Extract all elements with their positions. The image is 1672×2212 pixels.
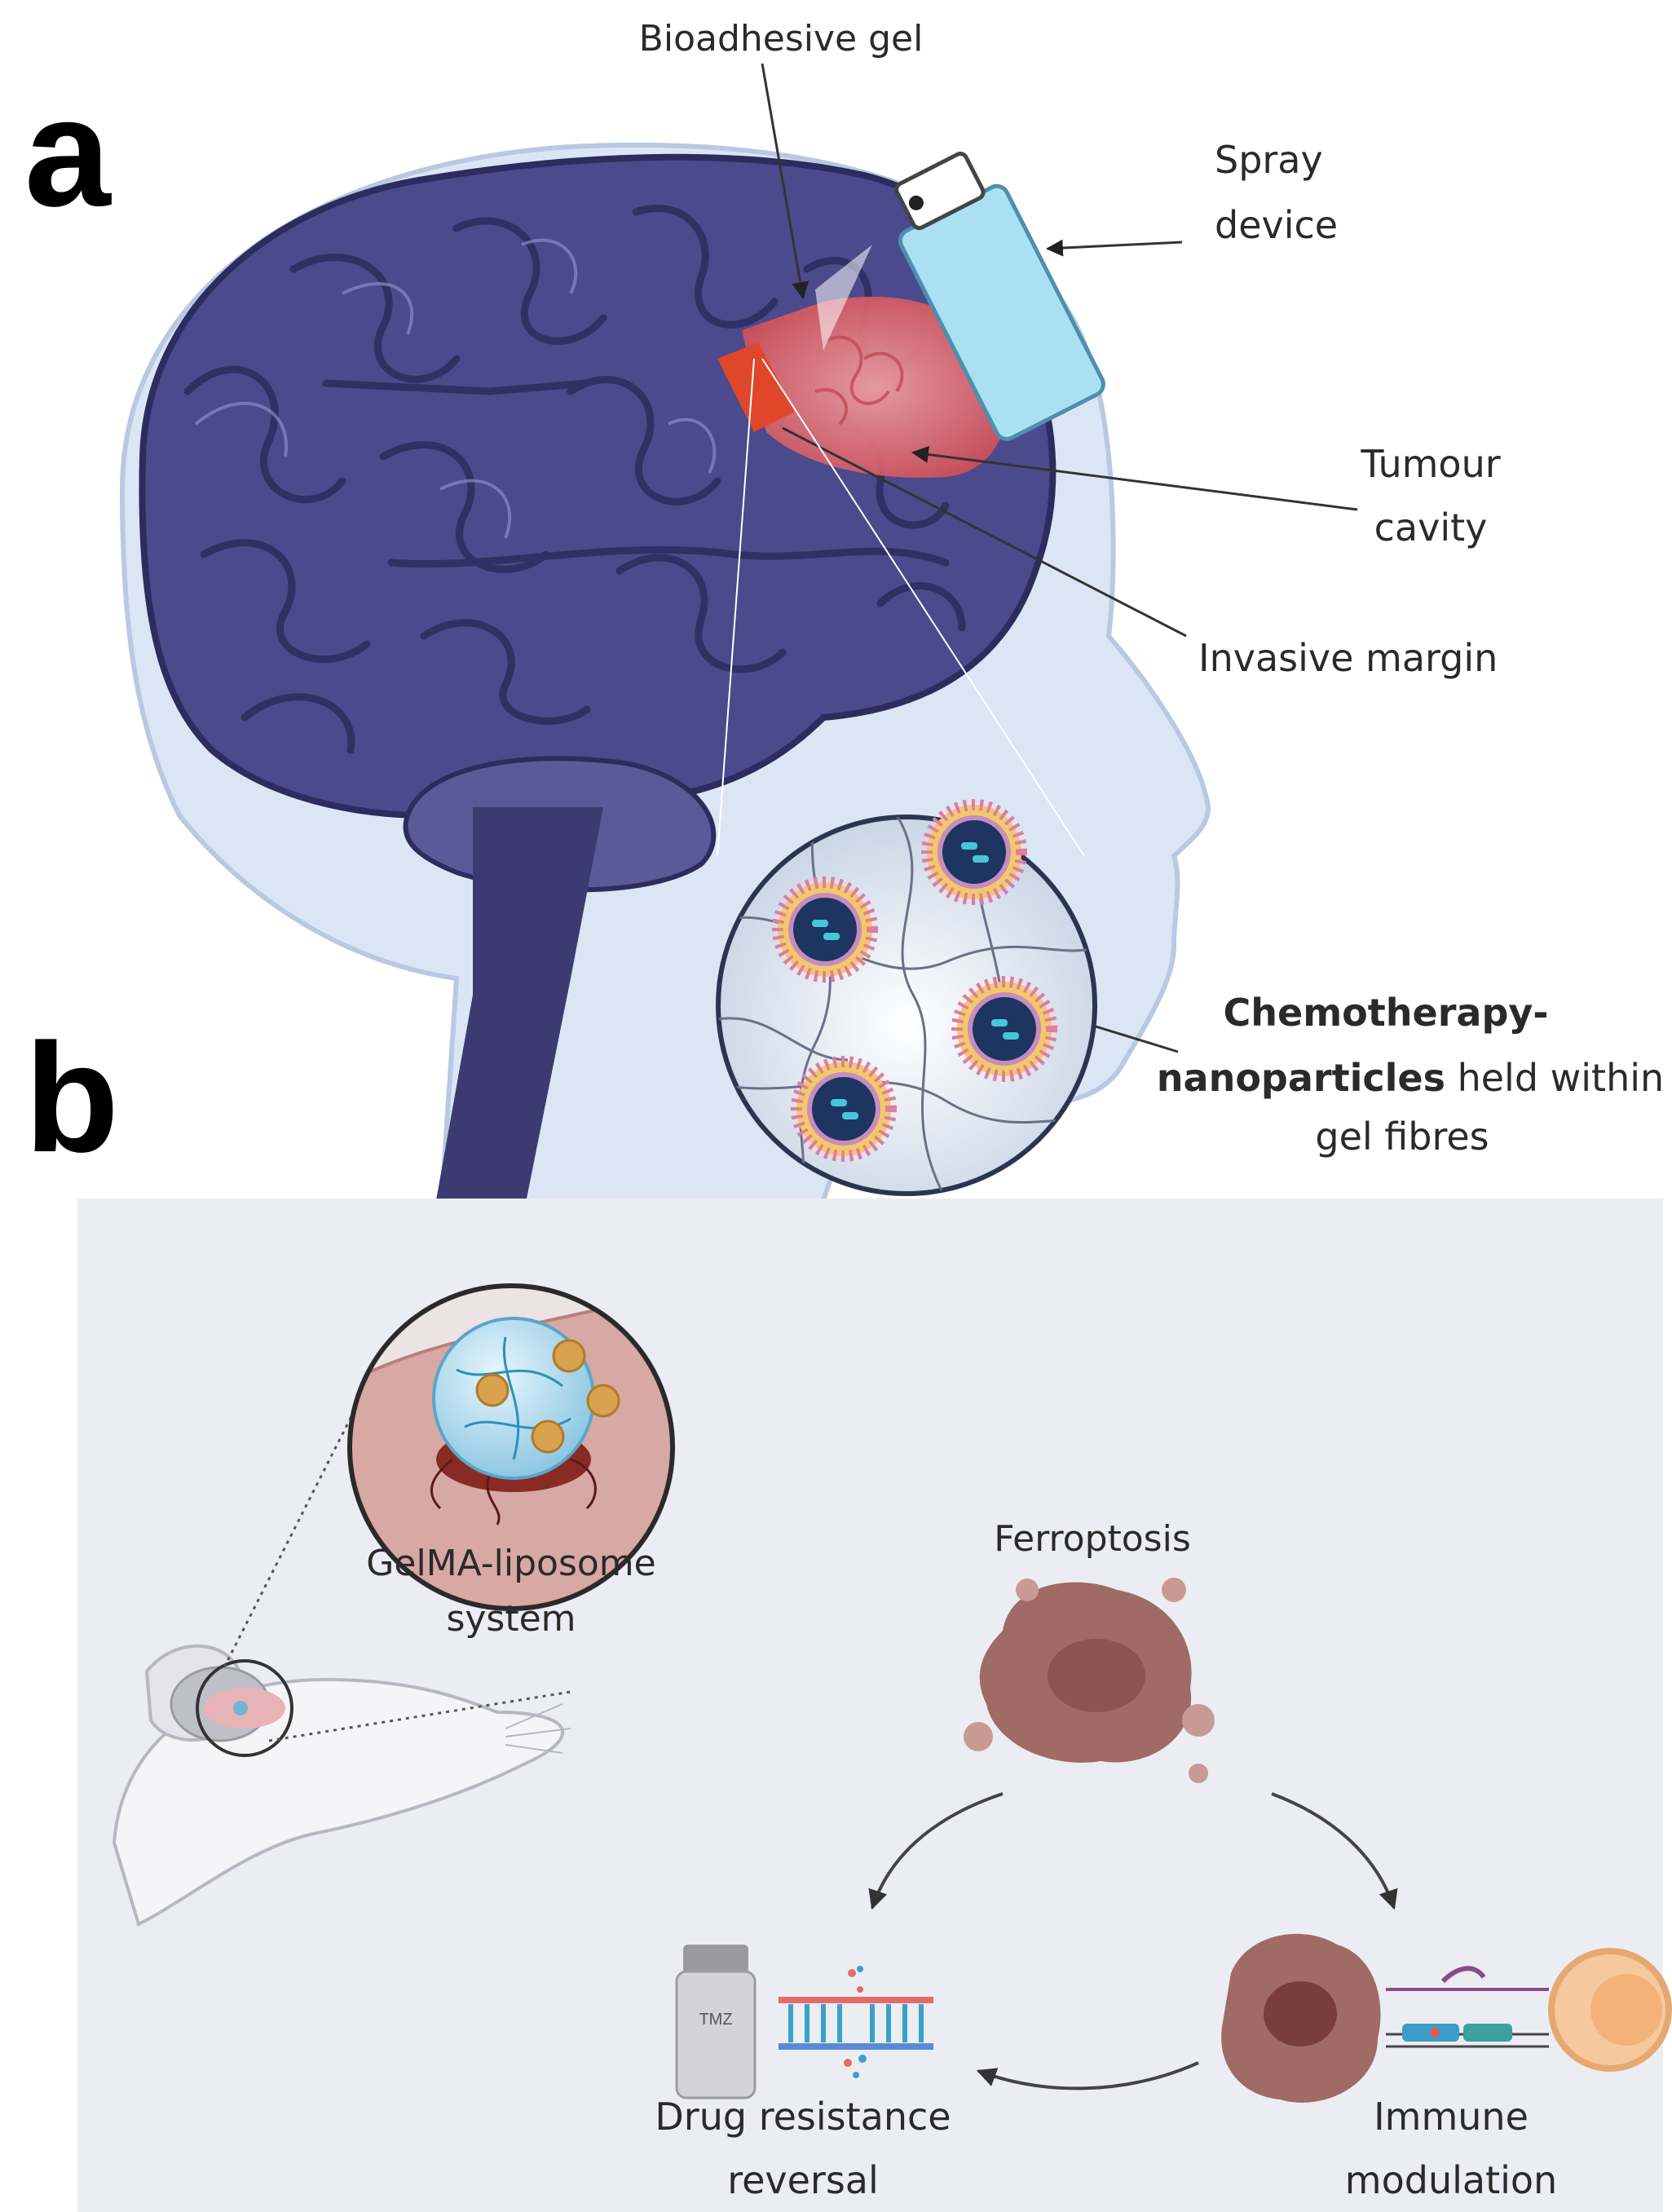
cycle-arrows bbox=[868, 1792, 1398, 2091]
label-chemo-bold2: nanoparticles bbox=[1157, 1056, 1445, 1100]
label-immune-line2: modulation bbox=[1345, 2158, 1557, 2202]
zoom-tissue: GelMA-liposome system bbox=[223, 1283, 675, 1742]
label-invasive-margin: Invasive margin bbox=[1198, 636, 1498, 680]
ferroptosis-cell bbox=[964, 1578, 1215, 1783]
label-chemo-line2: nanoparticles held within bbox=[1157, 1056, 1664, 1100]
zoom-nanoparticle-gel bbox=[716, 799, 1097, 1196]
label-chemo-line3: gel fibres bbox=[1315, 1115, 1489, 1159]
brain-highlights bbox=[194, 238, 717, 539]
panel-b: b bbox=[24, 1012, 1672, 2212]
tumour-cavity bbox=[717, 296, 1008, 478]
tmz-bottle: TMZ bbox=[675, 1945, 757, 2099]
label-chemo-line1: Chemotherapy- bbox=[1224, 991, 1549, 1035]
tmz-label: TMZ bbox=[699, 2011, 732, 2029]
immune-interaction bbox=[1221, 1933, 1672, 2103]
label-tumour-line1: Tumour bbox=[1360, 442, 1500, 486]
panel-b-letter: b bbox=[24, 1012, 119, 1185]
label-drug-line2: reversal bbox=[727, 2158, 879, 2202]
panel-a: a bbox=[24, 18, 1664, 1225]
label-spray-line1: Spray bbox=[1215, 138, 1323, 182]
brainstem bbox=[432, 807, 603, 1223]
label-tumour-line2: cavity bbox=[1374, 506, 1488, 550]
label-immune-line1: Immune bbox=[1374, 2095, 1529, 2139]
dna-icon bbox=[779, 1966, 933, 2078]
label-drug-line1: Drug resistance bbox=[655, 2095, 951, 2139]
brain-gyri bbox=[183, 205, 966, 754]
label-bioadhesive-gel: Bioadhesive gel bbox=[639, 18, 924, 60]
mouse bbox=[112, 1644, 571, 1927]
liposomes bbox=[772, 799, 1057, 1162]
label-spray-line2: device bbox=[1215, 203, 1338, 247]
spray-device bbox=[815, 152, 1105, 441]
label-ferroptosis: Ferroptosis bbox=[994, 1518, 1191, 1560]
panel-a-callouts bbox=[717, 63, 1358, 1053]
label-chemo-rest2: held within bbox=[1445, 1056, 1664, 1100]
label-gelma-line2: system bbox=[446, 1598, 576, 1640]
label-gelma-line1: GelMA-liposome bbox=[366, 1543, 655, 1584]
gelma-bubble bbox=[430, 1317, 620, 1525]
panel-a-letter: a bbox=[24, 66, 112, 239]
